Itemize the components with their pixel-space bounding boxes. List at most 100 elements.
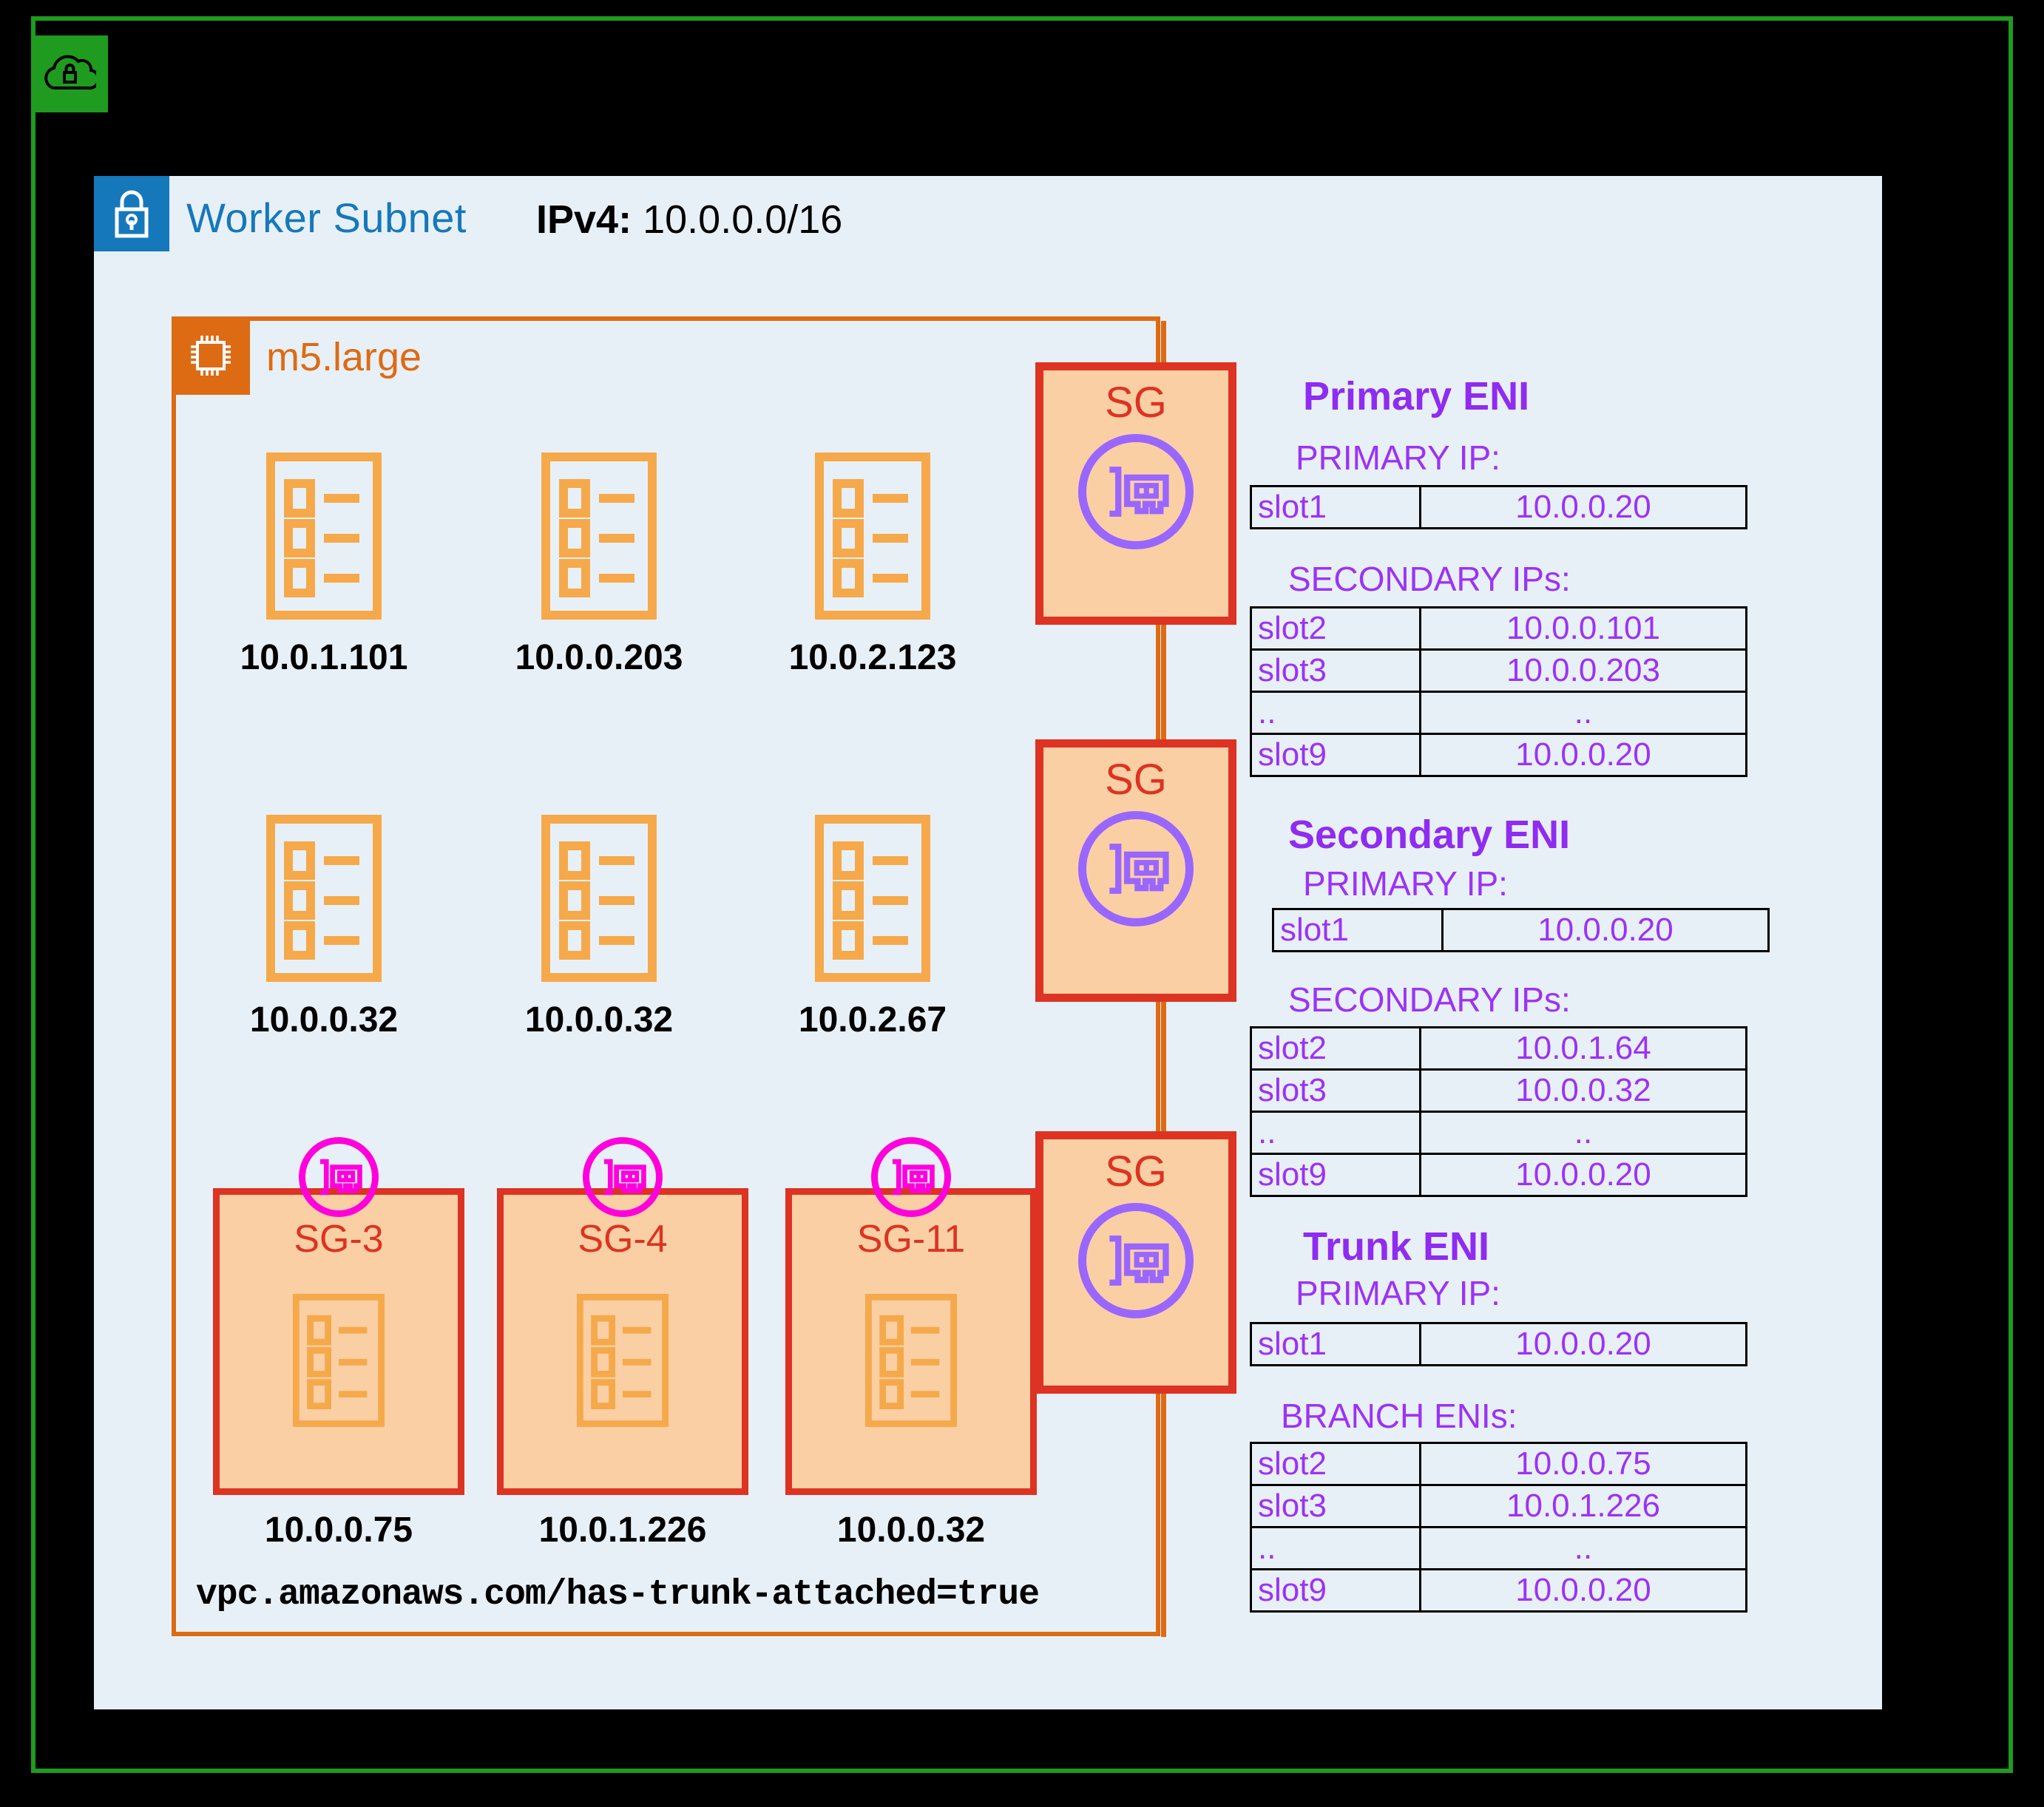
eni-connector-line xyxy=(1161,625,1166,739)
slot-ip: 10.0.0.20 xyxy=(1419,1568,1747,1613)
slot-ip: .. xyxy=(1419,1111,1747,1155)
table-row: slot1 10.0.0.20 xyxy=(1250,1322,1747,1366)
pod-cell: 10.0.2.123 xyxy=(762,451,984,678)
branch-sg-box[interactable]: SG-3 xyxy=(213,1188,464,1495)
branch-ip-label: 10.0.0.32 xyxy=(836,1511,986,1550)
eni-secondary-heading: SECONDARY IPs: xyxy=(1288,560,1571,598)
pod-icon xyxy=(213,451,435,621)
eni-panel-title: Trunk ENI xyxy=(1303,1224,1490,1269)
branch-sg-label: SG-11 xyxy=(856,1218,966,1261)
pod-icon xyxy=(488,813,710,983)
pod-icon xyxy=(291,1284,386,1441)
eni-secondary-heading: BRANCH ENIs: xyxy=(1281,1397,1517,1435)
instance-type-label: m5.large xyxy=(266,335,422,379)
sg-label: SG xyxy=(1105,756,1167,804)
slot-key: slot2 xyxy=(1250,606,1421,651)
branch-sg-label: SG-4 xyxy=(578,1218,668,1261)
pod-ip-label: 10.0.0.32 xyxy=(249,1000,399,1040)
table-row: slot2 10.0.0.75 xyxy=(1250,1442,1747,1486)
table-row: .. .. xyxy=(1250,1526,1747,1570)
slot-key: slot1 xyxy=(1272,908,1444,952)
eni-secondary-table: slot2 10.0.0.75 slot3 10.0.1.226 .. .. s… xyxy=(1250,1442,1747,1613)
slot-key: slot9 xyxy=(1250,1153,1421,1197)
eni-primary-table: slot1 10.0.0.20 xyxy=(1250,1322,1747,1366)
eni-secondary-table: slot2 10.0.0.101 slot3 10.0.0.203 .. .. … xyxy=(1250,606,1747,777)
pod-icon xyxy=(762,813,984,983)
slot-ip: .. xyxy=(1419,1526,1747,1570)
pod-icon xyxy=(488,451,710,621)
eni-connector-line xyxy=(1161,1000,1166,1134)
slot-ip: 10.0.0.101 xyxy=(1419,606,1747,651)
pod-icon xyxy=(864,1284,958,1441)
subnet-cidr: IPv4: 10.0.0.0/16 xyxy=(536,197,842,243)
slot-key: .. xyxy=(1250,1526,1421,1570)
slot-key: slot3 xyxy=(1250,648,1421,693)
slot-key: .. xyxy=(1250,1111,1421,1155)
pod-ip-label: 10.0.1.101 xyxy=(240,638,408,677)
branch-sg-box[interactable]: SG-11 xyxy=(785,1188,1037,1495)
table-row: slot2 10.0.1.64 xyxy=(1250,1026,1747,1071)
pod-ip-label: 10.0.0.32 xyxy=(524,1000,674,1040)
eni-panel-title: Primary ENI xyxy=(1303,374,1530,418)
slot-ip: 10.0.0.203 xyxy=(1419,648,1747,693)
sg-eni-box[interactable]: SG xyxy=(1035,739,1236,1002)
branch-sg-label: SG-3 xyxy=(294,1218,384,1261)
slot-ip: 10.0.0.75 xyxy=(1419,1442,1747,1486)
sg-eni-box[interactable]: SG xyxy=(1035,362,1236,625)
slot-key: slot3 xyxy=(1250,1484,1421,1528)
branch-eni-icon xyxy=(583,1137,663,1217)
sg-label: SG xyxy=(1105,379,1167,427)
slot-key: slot2 xyxy=(1250,1442,1421,1486)
eni-card-icon xyxy=(1078,811,1194,926)
branch-ip-label: 10.0.0.75 xyxy=(264,1511,413,1550)
subnet-title: Worker Subnet xyxy=(186,194,467,241)
vpc-boundary xyxy=(31,16,2013,1773)
cloud-lock-icon xyxy=(31,35,108,112)
table-row: .. .. xyxy=(1250,691,1747,735)
cpu-chip-icon xyxy=(172,316,250,395)
sg-eni-box[interactable]: SG xyxy=(1035,1131,1236,1394)
instance-top-border xyxy=(172,316,1160,321)
table-row: slot3 10.0.1.226 xyxy=(1250,1484,1747,1528)
table-row: .. .. xyxy=(1250,1111,1747,1155)
table-row: slot2 10.0.0.101 xyxy=(1250,606,1747,651)
eni-secondary-heading: SECONDARY IPs: xyxy=(1288,980,1571,1019)
table-row: slot9 10.0.0.20 xyxy=(1250,1568,1747,1613)
pod-cell: 10.0.0.203 xyxy=(488,451,710,678)
slot-key: slot9 xyxy=(1250,733,1421,777)
pod-cell: 10.0.0.32 xyxy=(488,813,710,1040)
eni-card-icon xyxy=(1078,1203,1194,1318)
slot-key: slot1 xyxy=(1250,1322,1421,1366)
eni-panel-title: Secondary ENI xyxy=(1288,813,1571,857)
table-row: slot9 10.0.0.20 xyxy=(1250,1153,1747,1197)
subnet-cidr-value: 10.0.0.0/16 xyxy=(643,197,843,242)
slot-key: slot2 xyxy=(1250,1026,1421,1071)
branch-ip-label: 10.0.1.226 xyxy=(538,1511,707,1550)
branch-eni-icon xyxy=(871,1137,951,1217)
eni-connector-line xyxy=(1161,1393,1166,1637)
slot-key: slot9 xyxy=(1250,1568,1421,1613)
pod-icon xyxy=(575,1284,670,1441)
sg-label: SG xyxy=(1105,1147,1167,1196)
table-row: slot3 10.0.0.32 xyxy=(1250,1068,1747,1113)
pod-ip-label: 10.0.2.123 xyxy=(788,638,957,677)
slot-ip: 10.0.0.20 xyxy=(1419,485,1747,529)
table-row: slot9 10.0.0.20 xyxy=(1250,733,1747,777)
pod-ip-label: 10.0.0.203 xyxy=(515,638,683,677)
branch-sg-box[interactable]: SG-4 xyxy=(497,1188,748,1495)
branch-eni-icon xyxy=(299,1137,379,1217)
slot-key: slot3 xyxy=(1250,1068,1421,1113)
slot-ip: 10.0.0.32 xyxy=(1419,1068,1747,1113)
subnet-cidr-label: IPv4: xyxy=(536,197,632,242)
slot-ip: 10.0.0.20 xyxy=(1419,1322,1747,1366)
subnet-lock-icon xyxy=(94,176,169,251)
slot-key: slot1 xyxy=(1250,485,1421,529)
slot-ip: 10.0.1.226 xyxy=(1419,1484,1747,1528)
pod-cell: 10.0.1.101 xyxy=(213,451,435,678)
pod-icon xyxy=(213,813,435,983)
slot-key: .. xyxy=(1250,691,1421,735)
table-row: slot3 10.0.0.203 xyxy=(1250,648,1747,693)
table-row: slot1 10.0.0.20 xyxy=(1272,908,1770,952)
eni-card-icon xyxy=(1078,434,1194,549)
trunk-attached-tag: vpc.amazonaws.com/has-trunk-attached=tru… xyxy=(196,1575,1040,1615)
